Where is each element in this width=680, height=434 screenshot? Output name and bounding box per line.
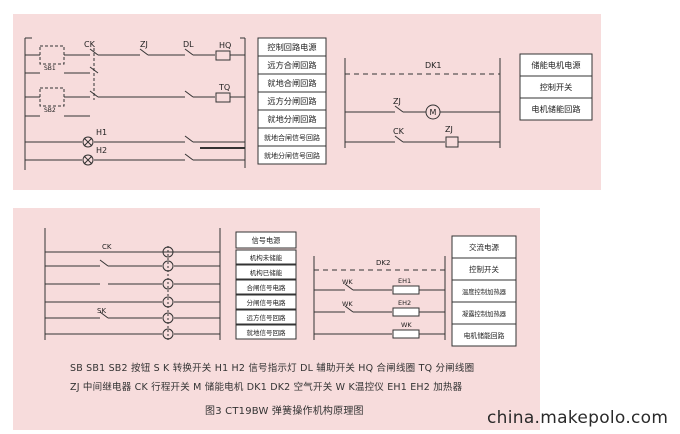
box-control-power: 控制回路电源 bbox=[267, 42, 316, 52]
label-wk-2: WK bbox=[342, 300, 353, 308]
label-dl-top: DL bbox=[183, 40, 194, 49]
label-dk2: DK2 bbox=[376, 259, 390, 267]
label-ck-motor: CK bbox=[393, 127, 405, 136]
label-zj-motor: ZJ bbox=[393, 97, 401, 106]
box-local-close-signal: 就地合闸信号回路 bbox=[264, 133, 320, 142]
label-zj-top: ZJ bbox=[140, 40, 148, 49]
box-control-switch: 控制开关 bbox=[540, 82, 573, 92]
box-remote-signal: 远方信号回路 bbox=[247, 313, 287, 322]
box-not-charged: 机构未储能 bbox=[250, 253, 283, 262]
label-wk-1: WK bbox=[342, 278, 353, 286]
label-tq: TQ bbox=[218, 83, 230, 92]
label-ck-top: CK bbox=[84, 40, 96, 49]
box-charged: 机构已储能 bbox=[250, 268, 283, 277]
label-hq: HQ bbox=[219, 41, 231, 50]
legend-line-1: SB SB1 SB2 按钮 S K 转换开关 H1 H2 信号指示灯 DL 辅助… bbox=[70, 363, 475, 374]
label-zj-coil: ZJ bbox=[445, 125, 453, 134]
label-h1: H1 bbox=[96, 128, 107, 137]
box-motor-charge-2: 电机储能回路 bbox=[464, 331, 505, 340]
box-local-open: 就地分闸回路 bbox=[267, 114, 316, 124]
label-ck-signal: CK bbox=[102, 243, 112, 251]
top-right-box-column bbox=[519, 53, 593, 121]
signal-lamp-column bbox=[162, 246, 174, 340]
box-remote-open: 远方分闸回路 bbox=[267, 96, 316, 106]
top-right-circuit bbox=[344, 58, 501, 148]
box-open-signal: 分闸信号电路 bbox=[247, 298, 287, 307]
label-sk: SK bbox=[97, 307, 106, 315]
label-motor-m: M bbox=[430, 108, 437, 117]
figure-title: 图3 CT19BW 弹簧操作机构原理图 bbox=[205, 406, 364, 417]
box-close-signal: 合闸信号电路 bbox=[247, 283, 287, 292]
top-left-box-column bbox=[257, 37, 327, 165]
box-motor-power: 储能电机电源 bbox=[531, 60, 580, 70]
box-signal-power: 信号电源 bbox=[252, 236, 281, 245]
box-motor-charge: 电机储能回路 bbox=[531, 104, 580, 114]
bottom-right-box-column bbox=[451, 235, 517, 347]
box-local-close: 就地合闸回路 bbox=[267, 78, 316, 88]
box-temp-heater: 温度控制加热器 bbox=[462, 287, 507, 296]
label-sb2: SB2 bbox=[44, 107, 56, 114]
legend-line-2: ZJ 中间继电器 CK 行程开关 M 储能电机 DK1 DK2 空气开关 W K… bbox=[70, 382, 463, 393]
top-left-circuit bbox=[24, 37, 246, 170]
box-heater-switch: 控制开关 bbox=[469, 264, 499, 274]
label-sb1: SB1 bbox=[44, 65, 56, 72]
box-dew-heater: 凝露控制加热器 bbox=[462, 309, 507, 318]
label-eh2: EH2 bbox=[398, 299, 411, 307]
label-h2: H2 bbox=[96, 146, 107, 155]
label-dk1: DK1 bbox=[425, 61, 442, 70]
box-local-open-signal: 就地分闸信号回路 bbox=[264, 151, 320, 160]
box-ac-power: 交流电源 bbox=[469, 242, 499, 252]
bottom-right-circuit bbox=[313, 256, 446, 340]
bottom-left-circuit bbox=[44, 228, 221, 340]
watermark: china.makepolo.com bbox=[487, 408, 669, 428]
bottom-left-box-column bbox=[235, 231, 297, 340]
label-wk-3: WK bbox=[401, 321, 412, 329]
box-local-signal: 就地信号回路 bbox=[247, 328, 287, 337]
label-eh1: EH1 bbox=[398, 277, 411, 285]
box-remote-close: 远方合闸回路 bbox=[267, 60, 316, 70]
